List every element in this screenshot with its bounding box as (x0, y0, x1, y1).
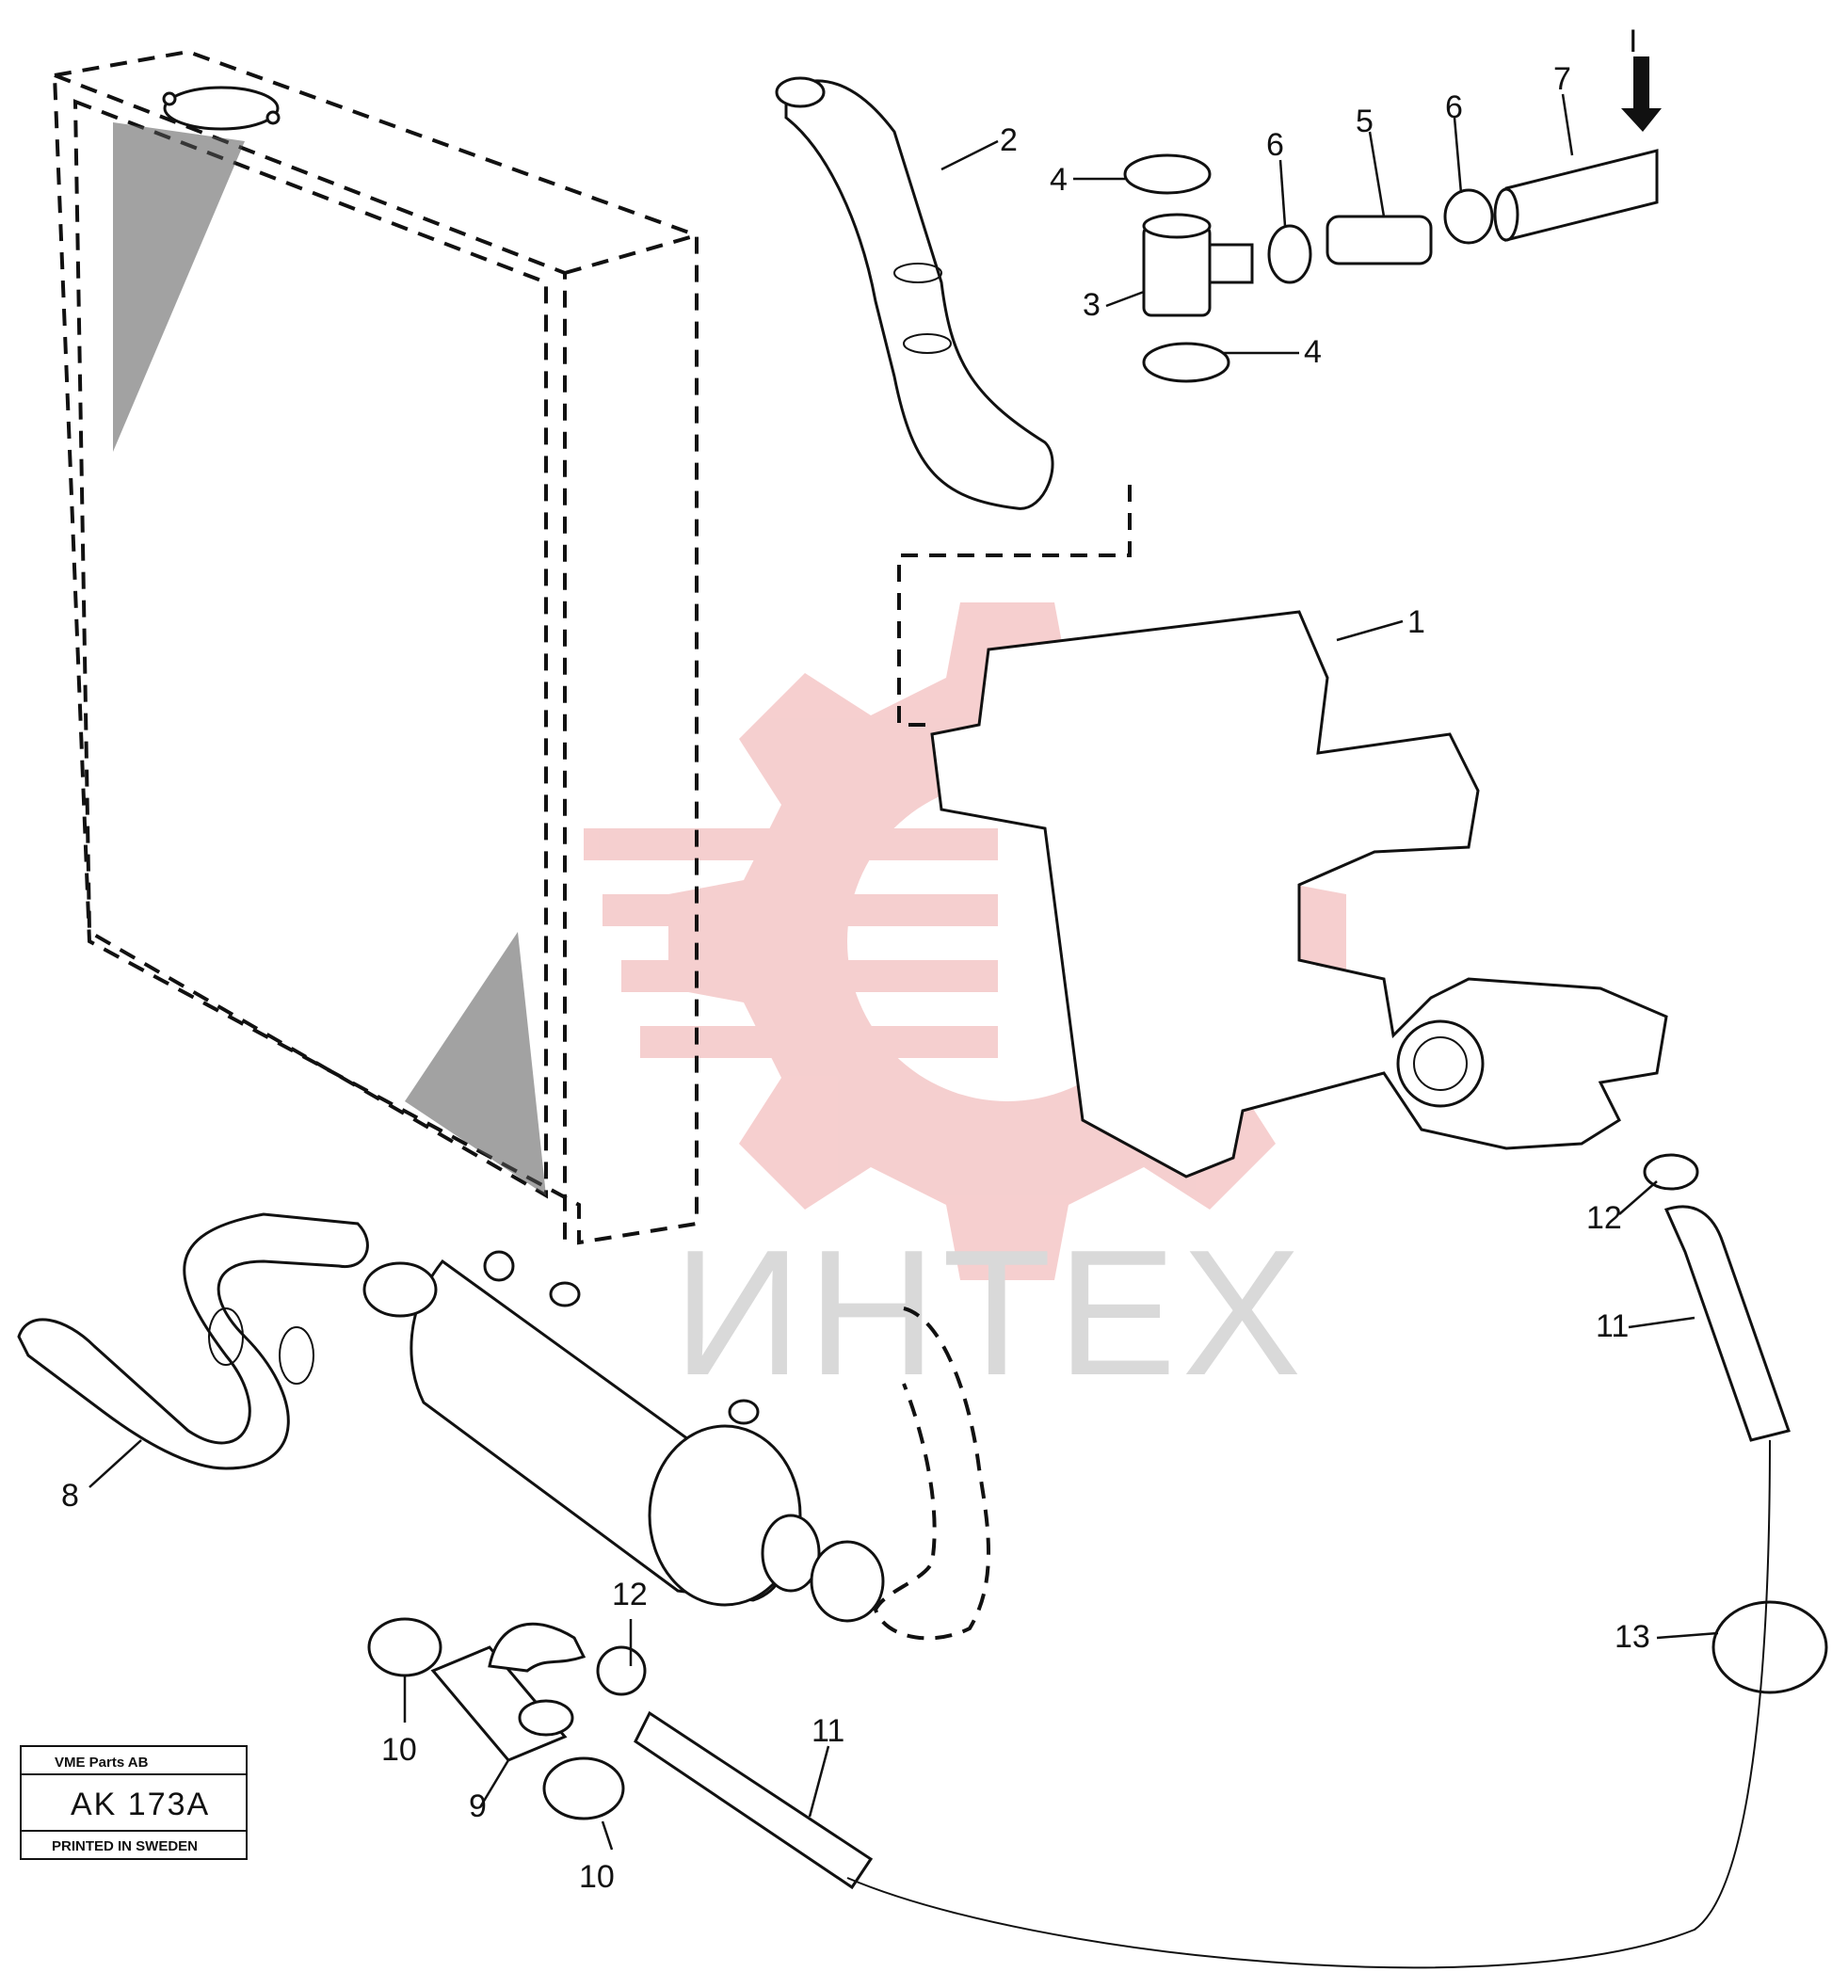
callout-6-right: 6 (1445, 89, 1463, 125)
callout-4-lower: 4 (1304, 334, 1322, 370)
flow-marker: I (1629, 24, 1637, 59)
leader-lines (88, 93, 1719, 1851)
callout-10-left: 10 (381, 1732, 417, 1768)
return-hose (873, 1307, 990, 1641)
clamp-cooler (810, 1540, 885, 1623)
title-block-code: AK 173A (71, 1787, 210, 1822)
callout-8: 8 (61, 1478, 79, 1514)
title-block-company: VME Parts AB (55, 1755, 149, 1771)
callout-4-upper: 4 (1050, 162, 1068, 198)
callout-labels: 1 2 3 4 4 5 6 6 7 8 9 10 10 11 11 12 12 … (61, 61, 1650, 1895)
water-manifold (930, 610, 1668, 1178)
thermostat-tee (1123, 56, 1662, 383)
callout-2: 2 (1000, 122, 1018, 158)
clamp-upper (362, 1261, 438, 1318)
callout-5: 5 (1356, 104, 1374, 139)
flow-arrow-icon (1621, 56, 1662, 132)
callout-13: 13 (1615, 1619, 1650, 1655)
lower-hose (17, 1212, 369, 1470)
callout-9: 9 (469, 1788, 487, 1824)
lower-pipe-assembly (367, 1617, 874, 1890)
upper-hose (775, 76, 1054, 510)
watermark-text: ИНТЕХ (673, 1213, 1307, 1413)
callout-11-right: 11 (1596, 1308, 1629, 1344)
callout-12-right: 12 (1586, 1200, 1622, 1236)
title-block-printed: PRINTED IN SWEDEN (52, 1838, 198, 1854)
callout-10-bottom: 10 (579, 1859, 615, 1895)
title-block: VME Parts AB AK 173A PRINTED IN SWEDEN (20, 1745, 248, 1860)
callout-7: 7 (1553, 61, 1571, 97)
callout-12-lower: 12 (612, 1577, 648, 1612)
right-hose-assembly (846, 1153, 1828, 1969)
radiator (52, 49, 699, 1245)
callout-1: 1 (1407, 604, 1425, 640)
oil-cooler (410, 1250, 821, 1607)
hose-connection-path (897, 485, 1132, 727)
callout-6-left: 6 (1266, 127, 1284, 163)
callout-3: 3 (1083, 287, 1101, 323)
callout-11-lower: 11 (812, 1713, 844, 1749)
